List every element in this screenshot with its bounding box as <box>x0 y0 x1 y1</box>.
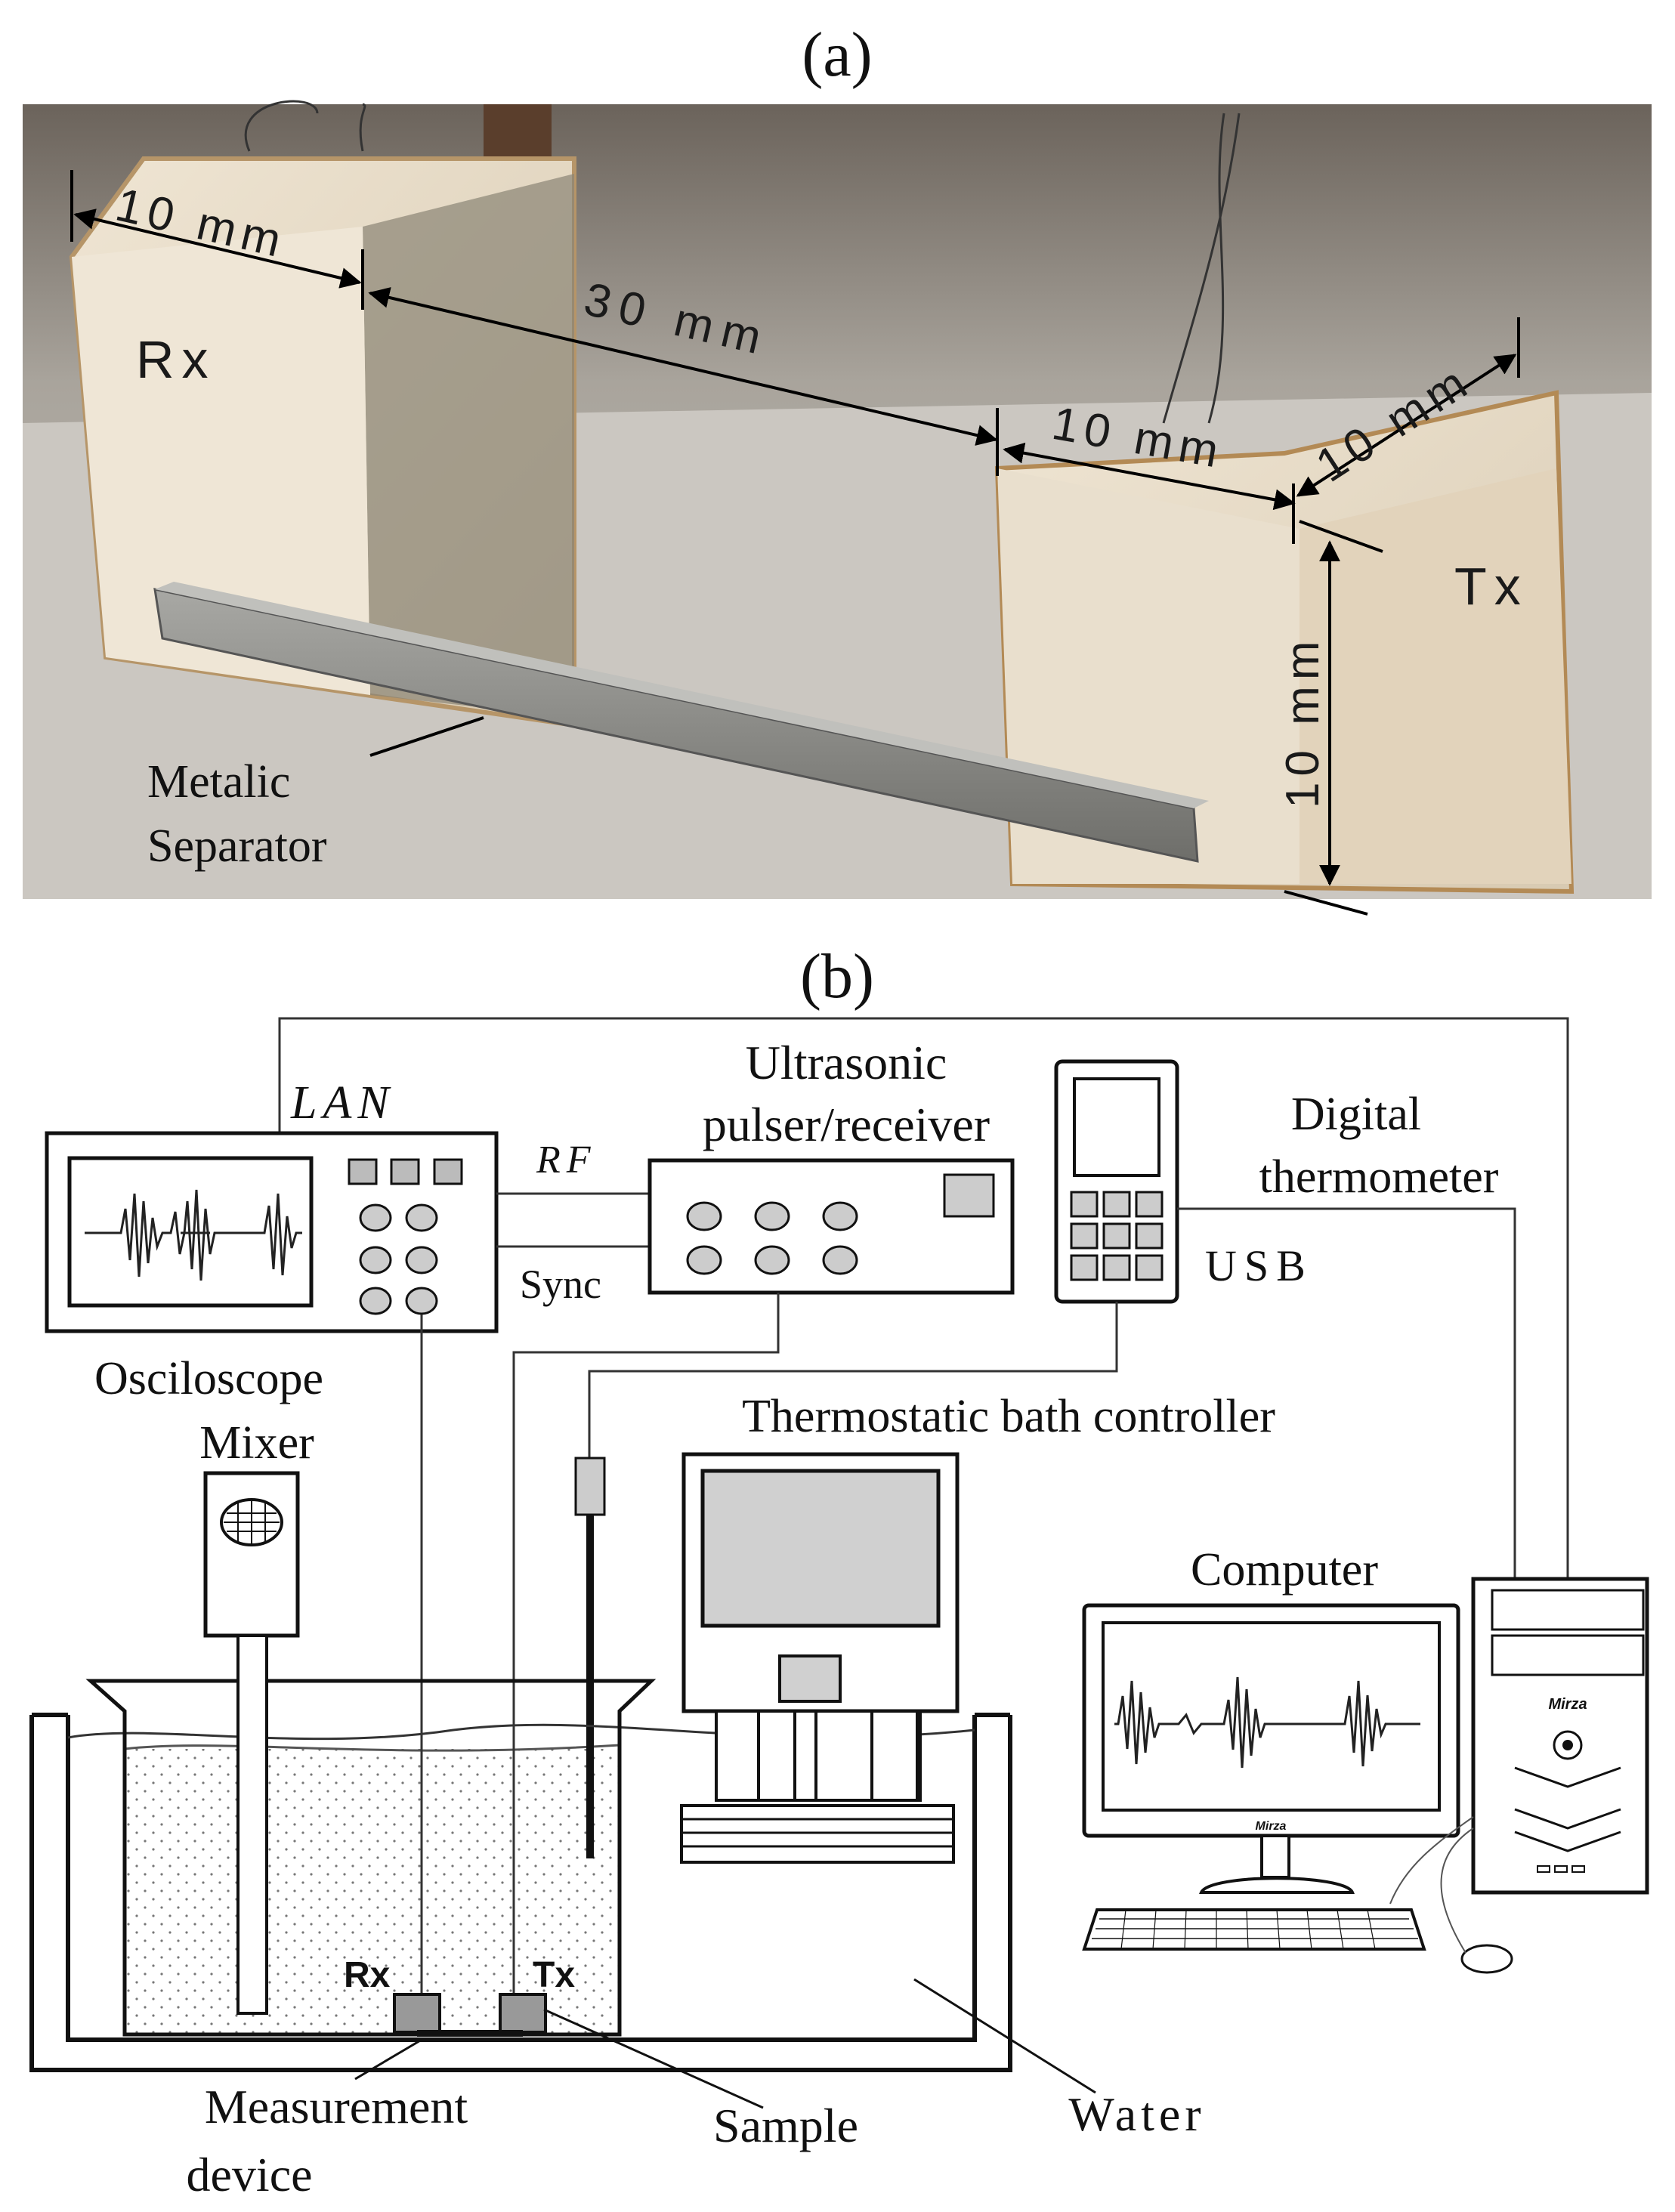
sync-label: Sync <box>520 1262 601 1307</box>
sample-beaker <box>85 1679 657 2037</box>
separator-label-1: Metalic <box>147 756 290 808</box>
tx-label: Tx <box>1454 557 1528 616</box>
bath-controller-label: Thermostatic bath controller <box>742 1391 1275 1442</box>
tx-height-label: 10 mm <box>1277 635 1329 808</box>
computer-label: Computer <box>1191 1544 1378 1596</box>
measurement-device <box>393 1993 547 2037</box>
sample-label: Sample <box>713 2099 858 2152</box>
tx-device-label: Tx <box>533 1955 575 1995</box>
digital-thermometer <box>1054 1059 1179 1304</box>
rf-label: RF <box>536 1138 597 1182</box>
monitor-brand: Mirza <box>1256 1820 1287 1833</box>
oscilloscope-label: Osciloscope <box>94 1353 323 1404</box>
panel-b-label: (b) <box>800 941 874 1012</box>
photo: 10 mm 30 mm 10 mm 10 mm 10 mm Rx Tx Meta… <box>23 100 1652 916</box>
thermometer-label-2: thermometer <box>1259 1151 1499 1203</box>
pulser-label-2: pulser/receiver <box>703 1098 990 1151</box>
rx-label: Rx <box>136 330 216 389</box>
panel-a-label: (a) <box>802 20 872 90</box>
pulser-label-1: Ultrasonic <box>746 1036 947 1089</box>
separator-label-2: Separator <box>147 820 327 872</box>
tower-brand: Mirza <box>1548 1696 1587 1713</box>
pulser-receiver <box>647 1158 1015 1295</box>
oscilloscope <box>45 1131 499 1333</box>
rx-device-label: Rx <box>344 1955 391 1995</box>
water-label: Water <box>1068 2087 1205 2141</box>
lan-label: LAN <box>290 1077 395 1129</box>
mixer-label: Mixer <box>199 1417 314 1469</box>
bath-controller <box>680 1452 960 1864</box>
metallic-separator <box>153 582 1209 863</box>
temperature-probe <box>574 1457 606 1516</box>
thermometer-label-1: Digital <box>1291 1089 1421 1140</box>
computer: Mirza Mirza <box>1082 1577 1649 1974</box>
measurement-label-1: Measurement <box>205 2080 468 2133</box>
usb-label: USB <box>1205 1241 1313 1290</box>
tx-cube <box>994 113 1575 894</box>
dimension-arrows <box>70 170 1520 916</box>
measurement-label-2: device <box>187 2148 313 2201</box>
